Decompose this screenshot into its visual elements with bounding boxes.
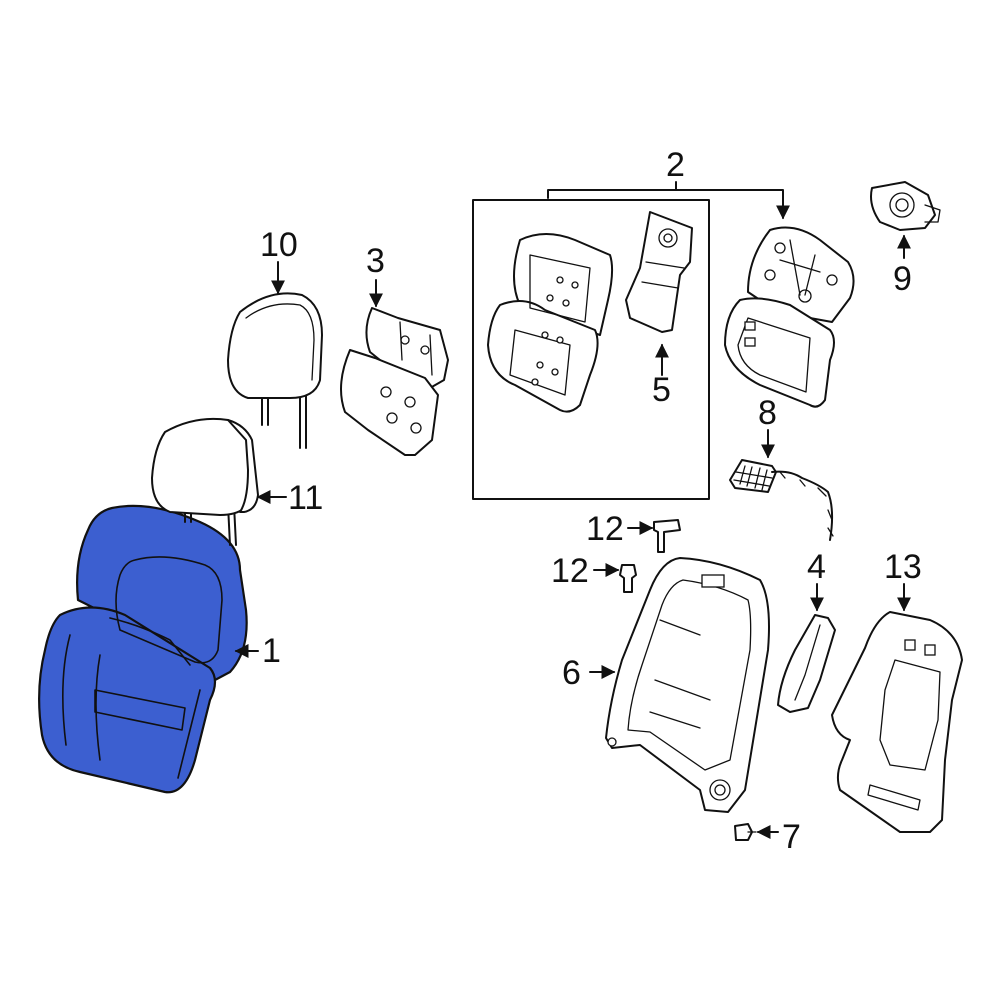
callout-4: 4 [807,548,826,586]
callout-8: 8 [758,394,777,432]
fastener-part-12-upper[interactable] [627,519,681,553]
frame-part-6[interactable] [589,557,770,813]
fastener-part-12-lower[interactable] [593,563,637,593]
motor-part-9[interactable] [870,181,941,259]
assembly-group-2 [472,181,790,500]
callout-labels: 1 2 3 4 5 6 7 8 9 10 11 12 12 13 [260,146,922,856]
callout-5: 5 [652,371,671,409]
callout-2: 2 [666,146,685,184]
callout-3: 3 [366,242,385,280]
callout-12-lower: 12 [551,552,589,590]
bolt-part-7[interactable] [734,823,779,841]
seat-cover-part-1[interactable] [38,504,248,794]
callout-9: 9 [893,260,912,298]
callout-10: 10 [260,226,298,264]
headrest-part-10[interactable] [227,292,323,449]
callout-12-upper: 12 [586,510,624,548]
back-panel-assembly[interactable] [724,226,855,408]
callout-1: 1 [262,632,281,670]
leader-lines [234,261,383,658]
callout-13: 13 [884,548,922,586]
callout-6: 6 [562,654,581,692]
heater-part-8[interactable] [729,429,834,541]
back-panel-part-13[interactable] [831,583,963,833]
pad-part-3[interactable] [340,307,449,456]
seat-pad-part-2[interactable] [487,233,614,413]
headrest-part-11[interactable] [151,417,259,546]
callout-11: 11 [288,479,323,517]
side-trim-part-4[interactable] [777,583,836,713]
bracket-part-5[interactable] [625,211,693,376]
callout-7: 7 [782,818,801,856]
